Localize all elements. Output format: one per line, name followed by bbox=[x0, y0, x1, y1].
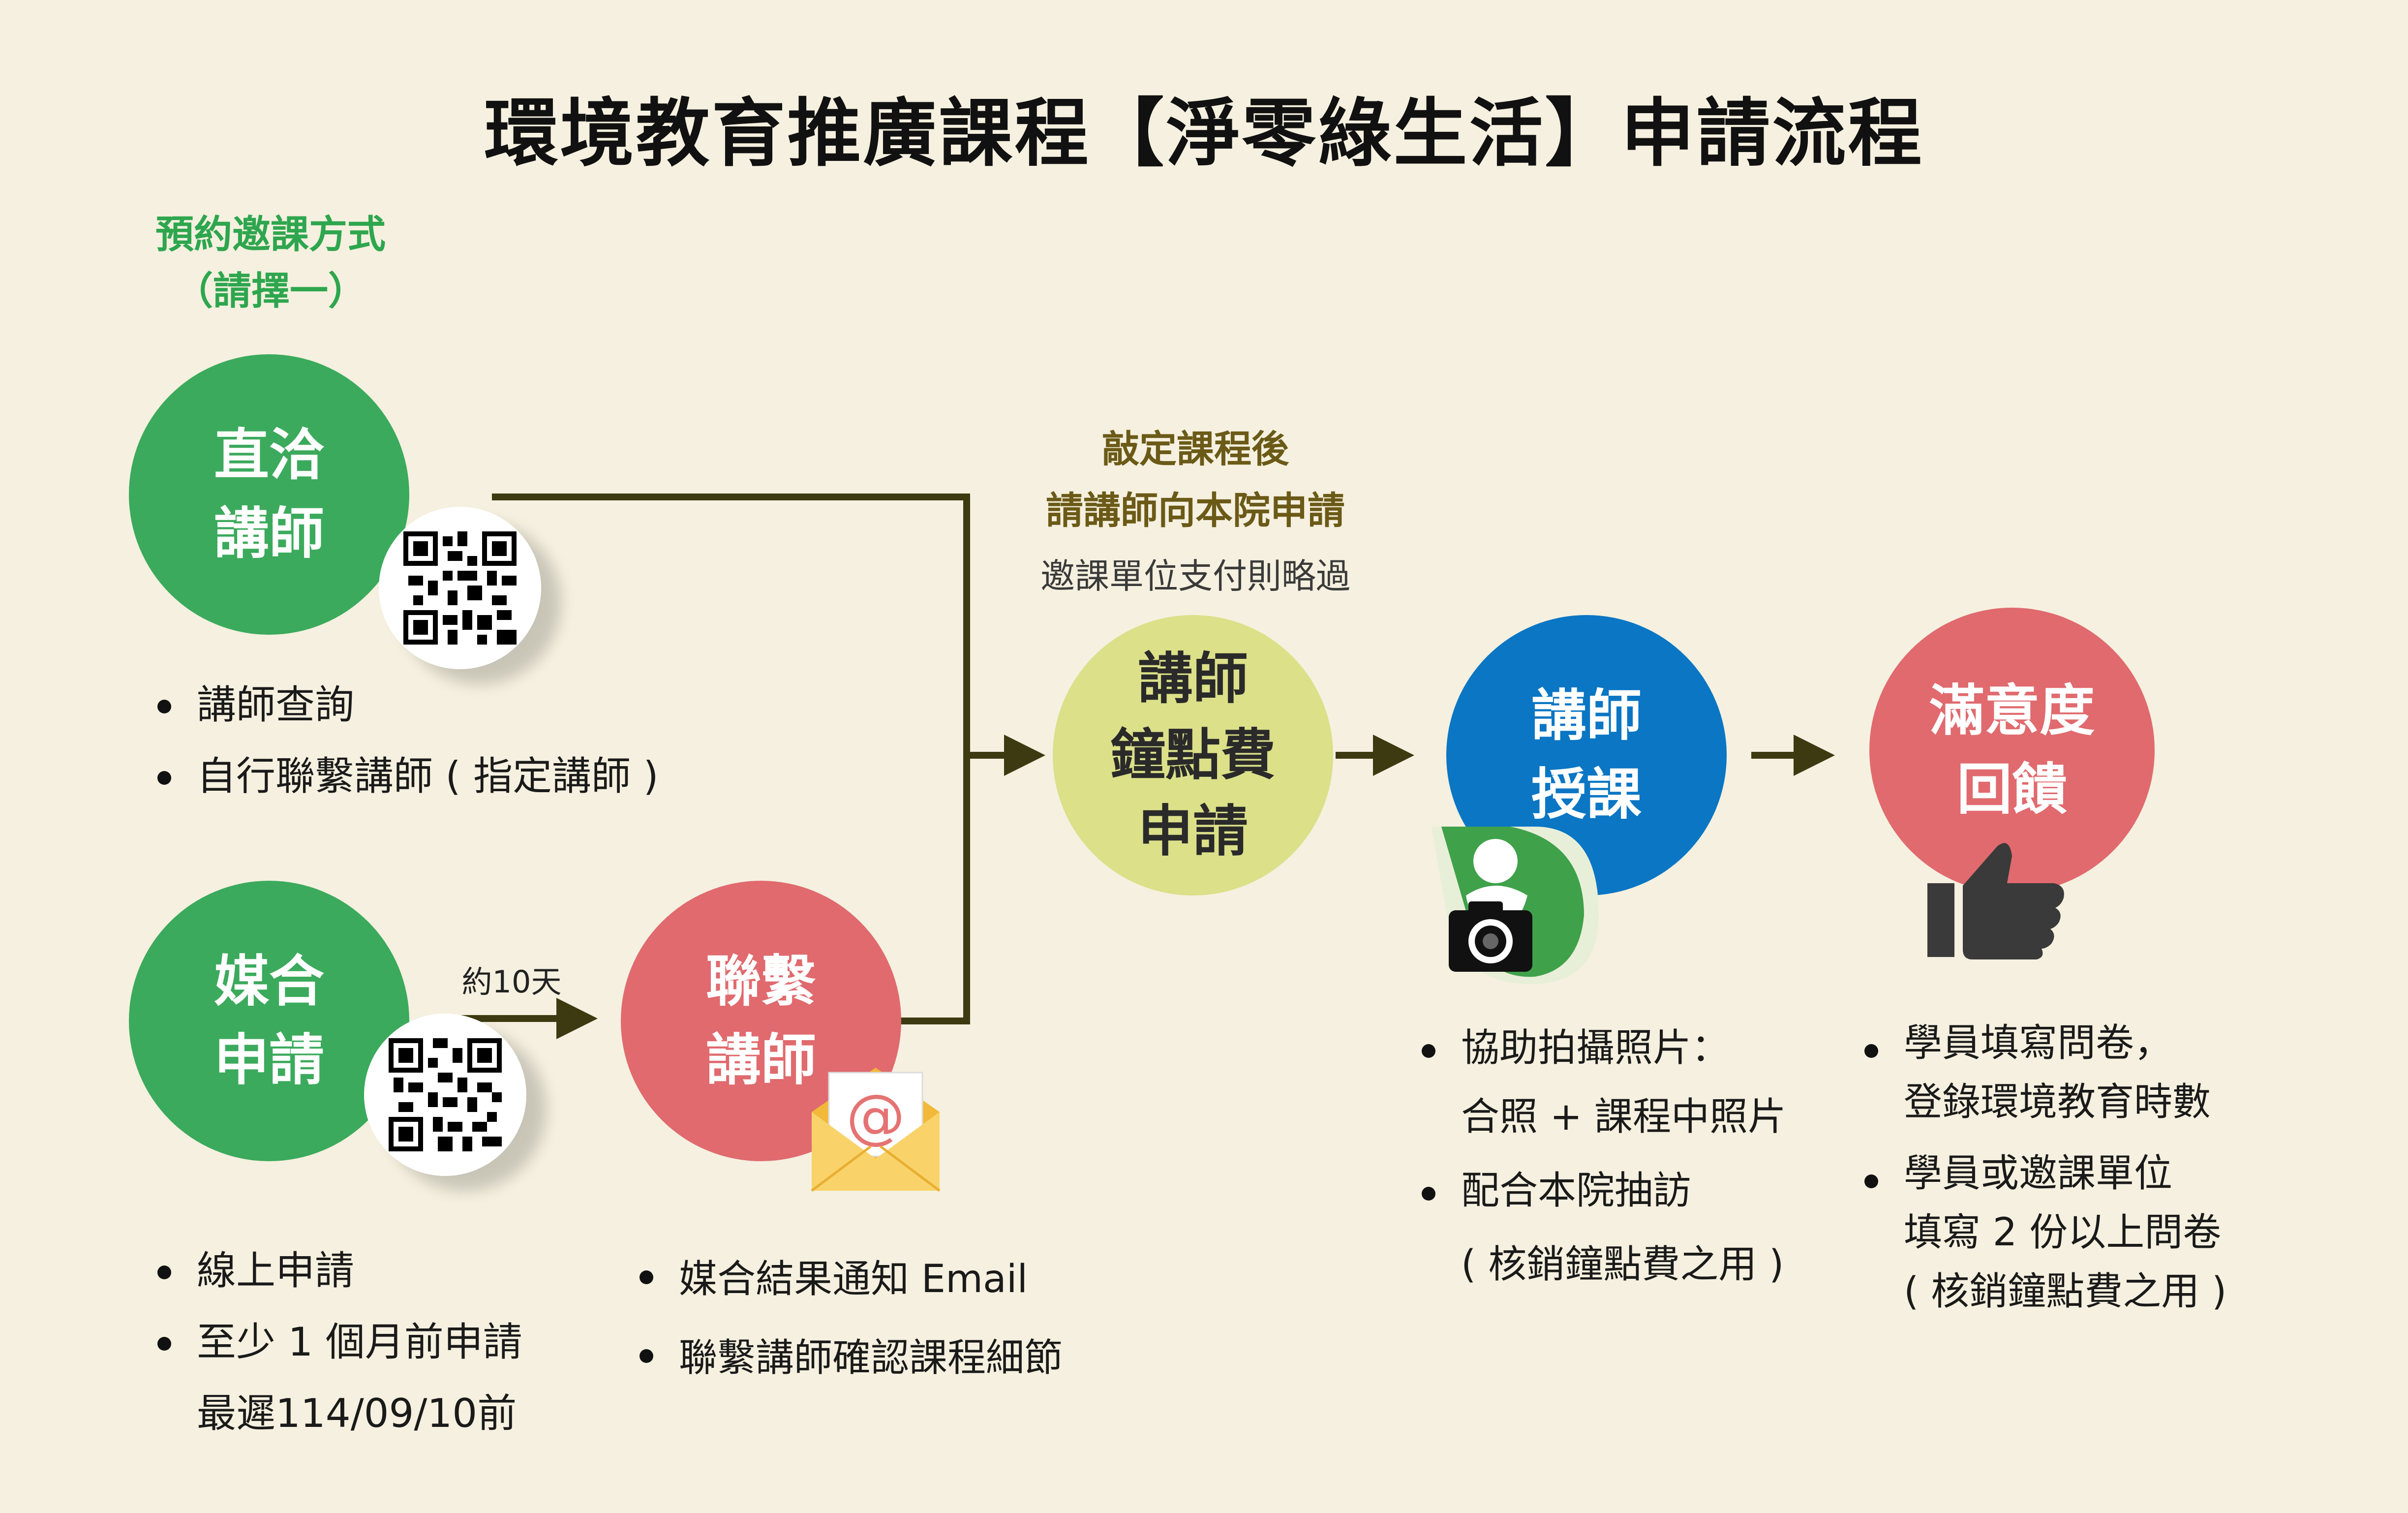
list-item: 學員填寫問卷， bbox=[1864, 1014, 2226, 1073]
connector-direct-to-fee bbox=[492, 494, 970, 755]
list-item: 媒合結果通知 Email bbox=[640, 1240, 1063, 1319]
after-note-line3: 邀課單位支付則略過 bbox=[1040, 556, 1350, 596]
qr-code-icon bbox=[403, 531, 517, 645]
qr-code-match bbox=[364, 1014, 526, 1176]
qr-code-direct bbox=[379, 507, 541, 669]
list-item: 至少 1 個月前申請 bbox=[157, 1306, 522, 1378]
node-fee-application: 講師 鐘點費 申請 bbox=[1053, 615, 1333, 895]
node-match-line1: 媒合 bbox=[214, 950, 324, 1014]
arrow-label-duration: 約10天 bbox=[461, 964, 562, 1000]
list-item: 配合本院抽訪 bbox=[1422, 1156, 1786, 1225]
list-item-continuation: 最遲114/09/10前 bbox=[197, 1390, 517, 1436]
after-note-line1: 敲定課程後 bbox=[1102, 427, 1289, 471]
node-teach-line2: 授課 bbox=[1531, 763, 1642, 827]
matching-list: 線上申請 至少 1 個月前申請 最遲114/09/10前 bbox=[157, 1235, 522, 1449]
node-direct-contact: 直洽 講師 bbox=[129, 354, 409, 635]
node-direct-line1: 直洽 bbox=[214, 423, 324, 487]
camera-leaf-icon bbox=[1432, 827, 1599, 984]
thumbs-up-icon bbox=[1927, 843, 2064, 959]
node-matching-application: 媒合 申請 bbox=[129, 881, 409, 1161]
node-direct-line2: 講師 bbox=[214, 502, 324, 566]
list-item: 聯繫講師確認課程細節 bbox=[640, 1319, 1063, 1397]
email-envelope-icon: @ bbox=[811, 1068, 941, 1192]
node-feedback-line2: 回饋 bbox=[1957, 758, 2067, 822]
qr-code-icon bbox=[389, 1038, 502, 1151]
direct-contact-list: 講師查詢 自行聯繫講師 ( 指定講師 ) bbox=[157, 669, 659, 812]
list-item: 學員或邀課單位 bbox=[1864, 1144, 2226, 1203]
list-item: 自行聯繫講師 ( 指定講師 ) bbox=[157, 741, 659, 812]
after-scheduling-note: 敲定課程後 請講師向本院申請 bbox=[984, 418, 1407, 541]
node-contact-line1: 聯繫 bbox=[706, 950, 816, 1014]
list-item-continuation: 填寫 2 份以上問卷 bbox=[1904, 1210, 2222, 1255]
node-fee-line2: 鐘點費 bbox=[1110, 723, 1276, 787]
node-feedback-line1: 滿意度 bbox=[1929, 679, 2095, 743]
list-item-continuation: 登錄環境教育時數 bbox=[1904, 1080, 2211, 1124]
node-instructor-teaching: 講師 授課 bbox=[1446, 615, 1727, 895]
node-contact-line2: 講師 bbox=[706, 1028, 816, 1092]
page-title: 環境教育推廣課程【淨零綠生活】申請流程 bbox=[484, 91, 1924, 177]
list-item: 線上申請 bbox=[157, 1235, 522, 1306]
contact-list: 媒合結果通知 Email 聯繫講師確認課程細節 bbox=[640, 1240, 1063, 1397]
booking-method-note: 預約邀課方式 （請擇一） bbox=[123, 207, 418, 320]
node-fee-line1: 講師 bbox=[1138, 647, 1248, 711]
list-item: 講師查詢 bbox=[157, 669, 659, 741]
node-match-line2: 申請 bbox=[214, 1028, 324, 1092]
booking-note-line2: （請擇一） bbox=[174, 269, 366, 313]
teaching-list: 協助拍攝照片： 合照 + 課程中照片 配合本院抽訪 ( 核銷鐘點費之用 ) bbox=[1422, 1014, 1786, 1299]
list-item: 協助拍攝照片： bbox=[1422, 1014, 1786, 1082]
node-teach-line1: 講師 bbox=[1531, 684, 1642, 748]
node-fee-line3: 申請 bbox=[1138, 799, 1248, 864]
list-item-continuation: 合照 + 課程中照片 bbox=[1461, 1095, 1786, 1139]
after-note-line2: 請講師向本院申請 bbox=[1046, 489, 1345, 532]
node-satisfaction-feedback: 滿意度 回饋 bbox=[1869, 608, 2155, 893]
connector-contact-to-fee bbox=[900, 755, 970, 1024]
svg-text:@: @ bbox=[846, 1082, 905, 1151]
booking-note-line1: 預約邀課方式 bbox=[155, 213, 386, 257]
list-item-continuation: ( 核銷鐘點費之用 ) bbox=[1461, 1242, 1784, 1287]
list-item-continuation: ( 核銷鐘點費之用 ) bbox=[1904, 1269, 2227, 1314]
feedback-list: 學員填寫問卷， 登錄環境教育時數 學員或邀課單位 填寫 2 份以上問卷 ( 核銷… bbox=[1864, 1014, 2226, 1321]
